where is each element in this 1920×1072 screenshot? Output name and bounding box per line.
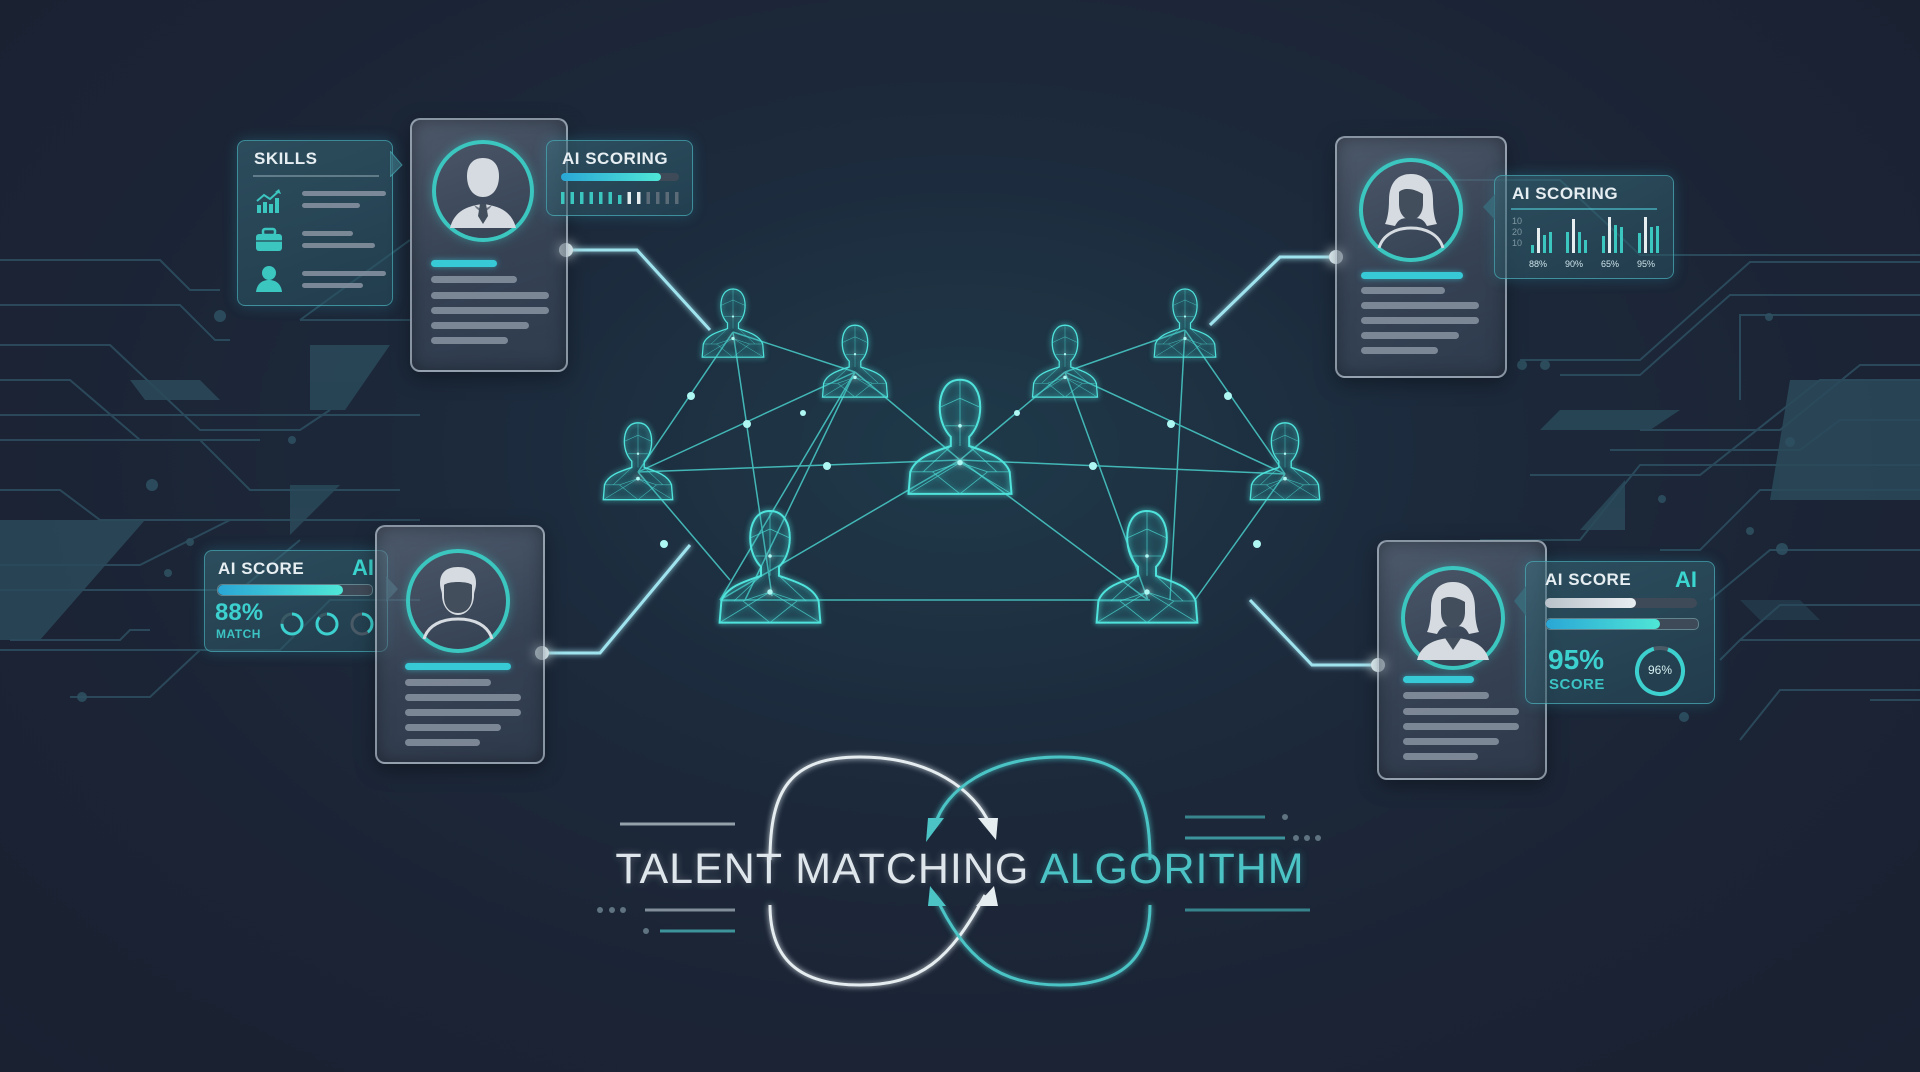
ai-scoring-chart-panel: AI SCORING 10 20 10: [1483, 175, 1674, 279]
chart-group-label: 65%: [1601, 259, 1620, 269]
candidate-card-top-left[interactable]: [410, 118, 568, 372]
skills-panel-title: SKILLS: [254, 149, 318, 168]
ai-badge: AI: [352, 555, 374, 580]
scoring-bar-chart: [1531, 217, 1659, 253]
avatar: [432, 140, 534, 242]
avatar: [1359, 158, 1463, 262]
title-part-1: TALENT MATCHING: [615, 845, 1030, 893]
briefcase-icon: [256, 227, 282, 251]
title-part-2: ALGORITHM: [1039, 845, 1305, 893]
text-line: [431, 292, 549, 299]
name-bar: [1361, 272, 1463, 279]
text-line: [1361, 287, 1445, 294]
text-line: [1403, 738, 1499, 745]
man-icon: [422, 567, 494, 640]
score-progress-bar: [217, 584, 373, 596]
name-bar: [1403, 676, 1474, 683]
axis-label: 10: [1512, 238, 1523, 248]
ai-score-panel-bottom-right: AI SCORE AI 95% SCORE 96%: [1514, 561, 1715, 704]
skill-line: [302, 283, 363, 288]
divider: [1511, 208, 1657, 210]
axis-label: 20: [1512, 227, 1523, 237]
divider: [253, 175, 379, 177]
score-percentage: 95%: [1548, 644, 1605, 675]
ai-score-title: AI SCORE: [218, 559, 305, 578]
woman-icon: [1377, 174, 1445, 249]
text-line: [1361, 302, 1479, 309]
name-bar: [431, 260, 497, 267]
skill-line: [302, 243, 375, 248]
skill-line: [302, 231, 353, 236]
scoring-progress-fill: [561, 173, 662, 181]
axis-label: 10: [1512, 216, 1523, 226]
text-line: [405, 709, 521, 716]
man-in-suit-icon: [450, 158, 516, 228]
skill-line: [302, 203, 360, 208]
chart-group-label: 88%: [1529, 259, 1548, 269]
panel-pointer: [390, 151, 403, 177]
ai-scoring-panel-top-left: AI SCORING: [546, 140, 693, 216]
text-line: [1361, 347, 1438, 354]
avatar: [1401, 566, 1505, 670]
match-rings: [280, 612, 374, 636]
score-progress-fill: [218, 585, 343, 595]
panel-pointer: [1483, 194, 1495, 220]
woman-icon: [1417, 582, 1489, 660]
scoring-progress-bar: [561, 173, 679, 181]
chart-group-label: 95%: [1637, 259, 1656, 269]
ai-scoring-title: AI SCORING: [1512, 184, 1619, 203]
match-label: MATCH: [216, 627, 261, 641]
text-line: [1361, 317, 1479, 324]
arrow-icons: [926, 818, 998, 906]
text-line: [431, 276, 517, 283]
ai-score-title: AI SCORE: [1545, 570, 1632, 589]
text-line: [1403, 708, 1519, 715]
text-line: [1403, 753, 1478, 760]
skills-panel: SKILLS: [237, 140, 403, 306]
person-icon: [256, 266, 282, 292]
skill-line: [302, 271, 386, 276]
text-line: [1361, 332, 1459, 339]
text-line: [431, 337, 508, 344]
score-progress-bar-secondary: [1545, 598, 1697, 608]
avatar: [406, 549, 510, 653]
score-ring: [1635, 646, 1685, 696]
candidate-card-bottom-right[interactable]: [1377, 540, 1547, 780]
score-progress-fill: [1546, 619, 1660, 629]
score-label: SCORE: [1549, 676, 1605, 693]
chart-group-label: 90%: [1565, 259, 1584, 269]
scoring-ticks: [561, 192, 679, 204]
text-line: [431, 322, 529, 329]
text-line: [1403, 723, 1519, 730]
candidate-card-bottom-left[interactable]: [375, 525, 545, 764]
ai-scoring-title: AI SCORING: [562, 149, 669, 168]
text-line: [1403, 692, 1489, 699]
text-line: [431, 307, 549, 314]
page-title: TALENT MATCHING ALGORITHM: [0, 845, 1920, 894]
score-ring-value: 96%: [1647, 663, 1673, 677]
growth-chart-icon: [256, 189, 281, 213]
name-bar: [405, 663, 511, 670]
match-percentage: 88%: [215, 599, 264, 626]
text-line: [405, 724, 501, 731]
skill-line: [302, 191, 386, 196]
panel-pointer: [1514, 586, 1526, 616]
score-progress-fill-secondary: [1545, 598, 1637, 608]
score-progress-bar: [1545, 618, 1699, 630]
candidate-card-top-right[interactable]: [1335, 136, 1507, 378]
text-line: [405, 694, 521, 701]
text-line: [405, 679, 491, 686]
ai-badge: AI: [1675, 567, 1697, 592]
ai-score-panel-bottom-left: AI SCORE AI 88% MATCH: [204, 550, 398, 652]
text-line: [405, 739, 480, 746]
